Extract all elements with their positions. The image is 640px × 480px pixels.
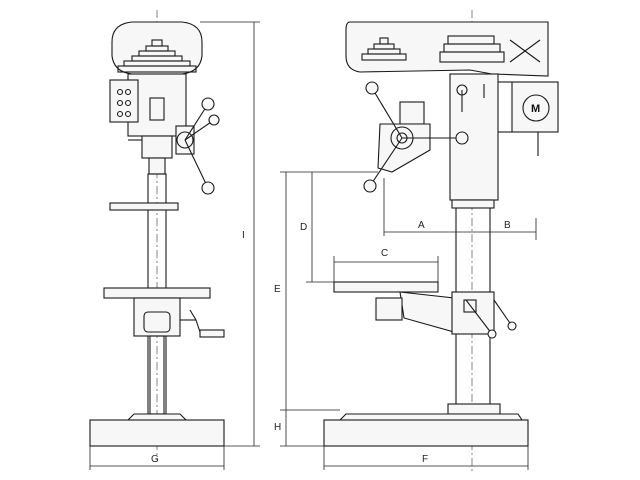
front-spindle-housing	[141, 135, 173, 159]
motor-label: M	[531, 103, 540, 115]
label-B: B	[504, 220, 511, 231]
front-feed-handles	[128, 97, 220, 195]
switch-button	[116, 88, 124, 96]
side-table-lock	[375, 297, 403, 321]
front-table-bracket	[133, 297, 181, 337]
side-feed-handles	[363, 81, 485, 193]
side-motor: M	[498, 81, 559, 156]
front-table-crank	[180, 309, 225, 338]
side-pulley-left	[361, 37, 407, 61]
side-collar	[451, 199, 495, 209]
dimension-F: F	[323, 446, 529, 470]
dimension-E: E	[274, 171, 306, 410]
label-I: I	[242, 230, 245, 241]
motor-body	[511, 81, 559, 133]
front-quill	[149, 97, 165, 121]
switch-button	[124, 110, 132, 118]
side-quill-cap	[399, 101, 425, 125]
motor-icon	[522, 94, 550, 122]
dimension-G: G	[89, 446, 225, 470]
switch-button	[116, 99, 124, 107]
front-column-foot	[126, 413, 188, 421]
side-work-table	[333, 281, 439, 293]
dimension-I: I	[200, 21, 260, 447]
dimension-A: A	[383, 178, 472, 236]
side-view: M	[274, 10, 559, 472]
front-switch-box	[109, 79, 139, 123]
label-D: D	[300, 222, 307, 233]
side-pulley-right	[439, 35, 541, 63]
switch-button	[124, 88, 132, 96]
front-spindle	[148, 157, 166, 175]
front-bracket-window	[143, 311, 171, 333]
side-table-crank	[463, 299, 517, 339]
front-work-table	[103, 287, 211, 299]
switch-button	[116, 110, 124, 118]
side-base-lip	[338, 413, 524, 421]
label-G: G	[151, 454, 159, 465]
dimension-D: D	[300, 171, 378, 283]
side-base	[323, 419, 529, 447]
front-table	[109, 202, 179, 211]
label-F: F	[422, 454, 428, 465]
side-column-foot	[447, 403, 501, 415]
dimension-C: C	[333, 248, 439, 282]
label-E: E	[274, 284, 281, 295]
switch-button	[124, 99, 132, 107]
dimension-B: B	[472, 218, 537, 240]
label-A: A	[418, 220, 425, 231]
front-view: G I	[89, 10, 260, 470]
front-base	[89, 419, 225, 447]
label-H: H	[274, 422, 281, 433]
front-pulley-steps	[117, 39, 197, 73]
label-C: C	[381, 248, 388, 259]
dimension-H: H	[274, 409, 340, 447]
side-table-arm	[399, 291, 455, 333]
